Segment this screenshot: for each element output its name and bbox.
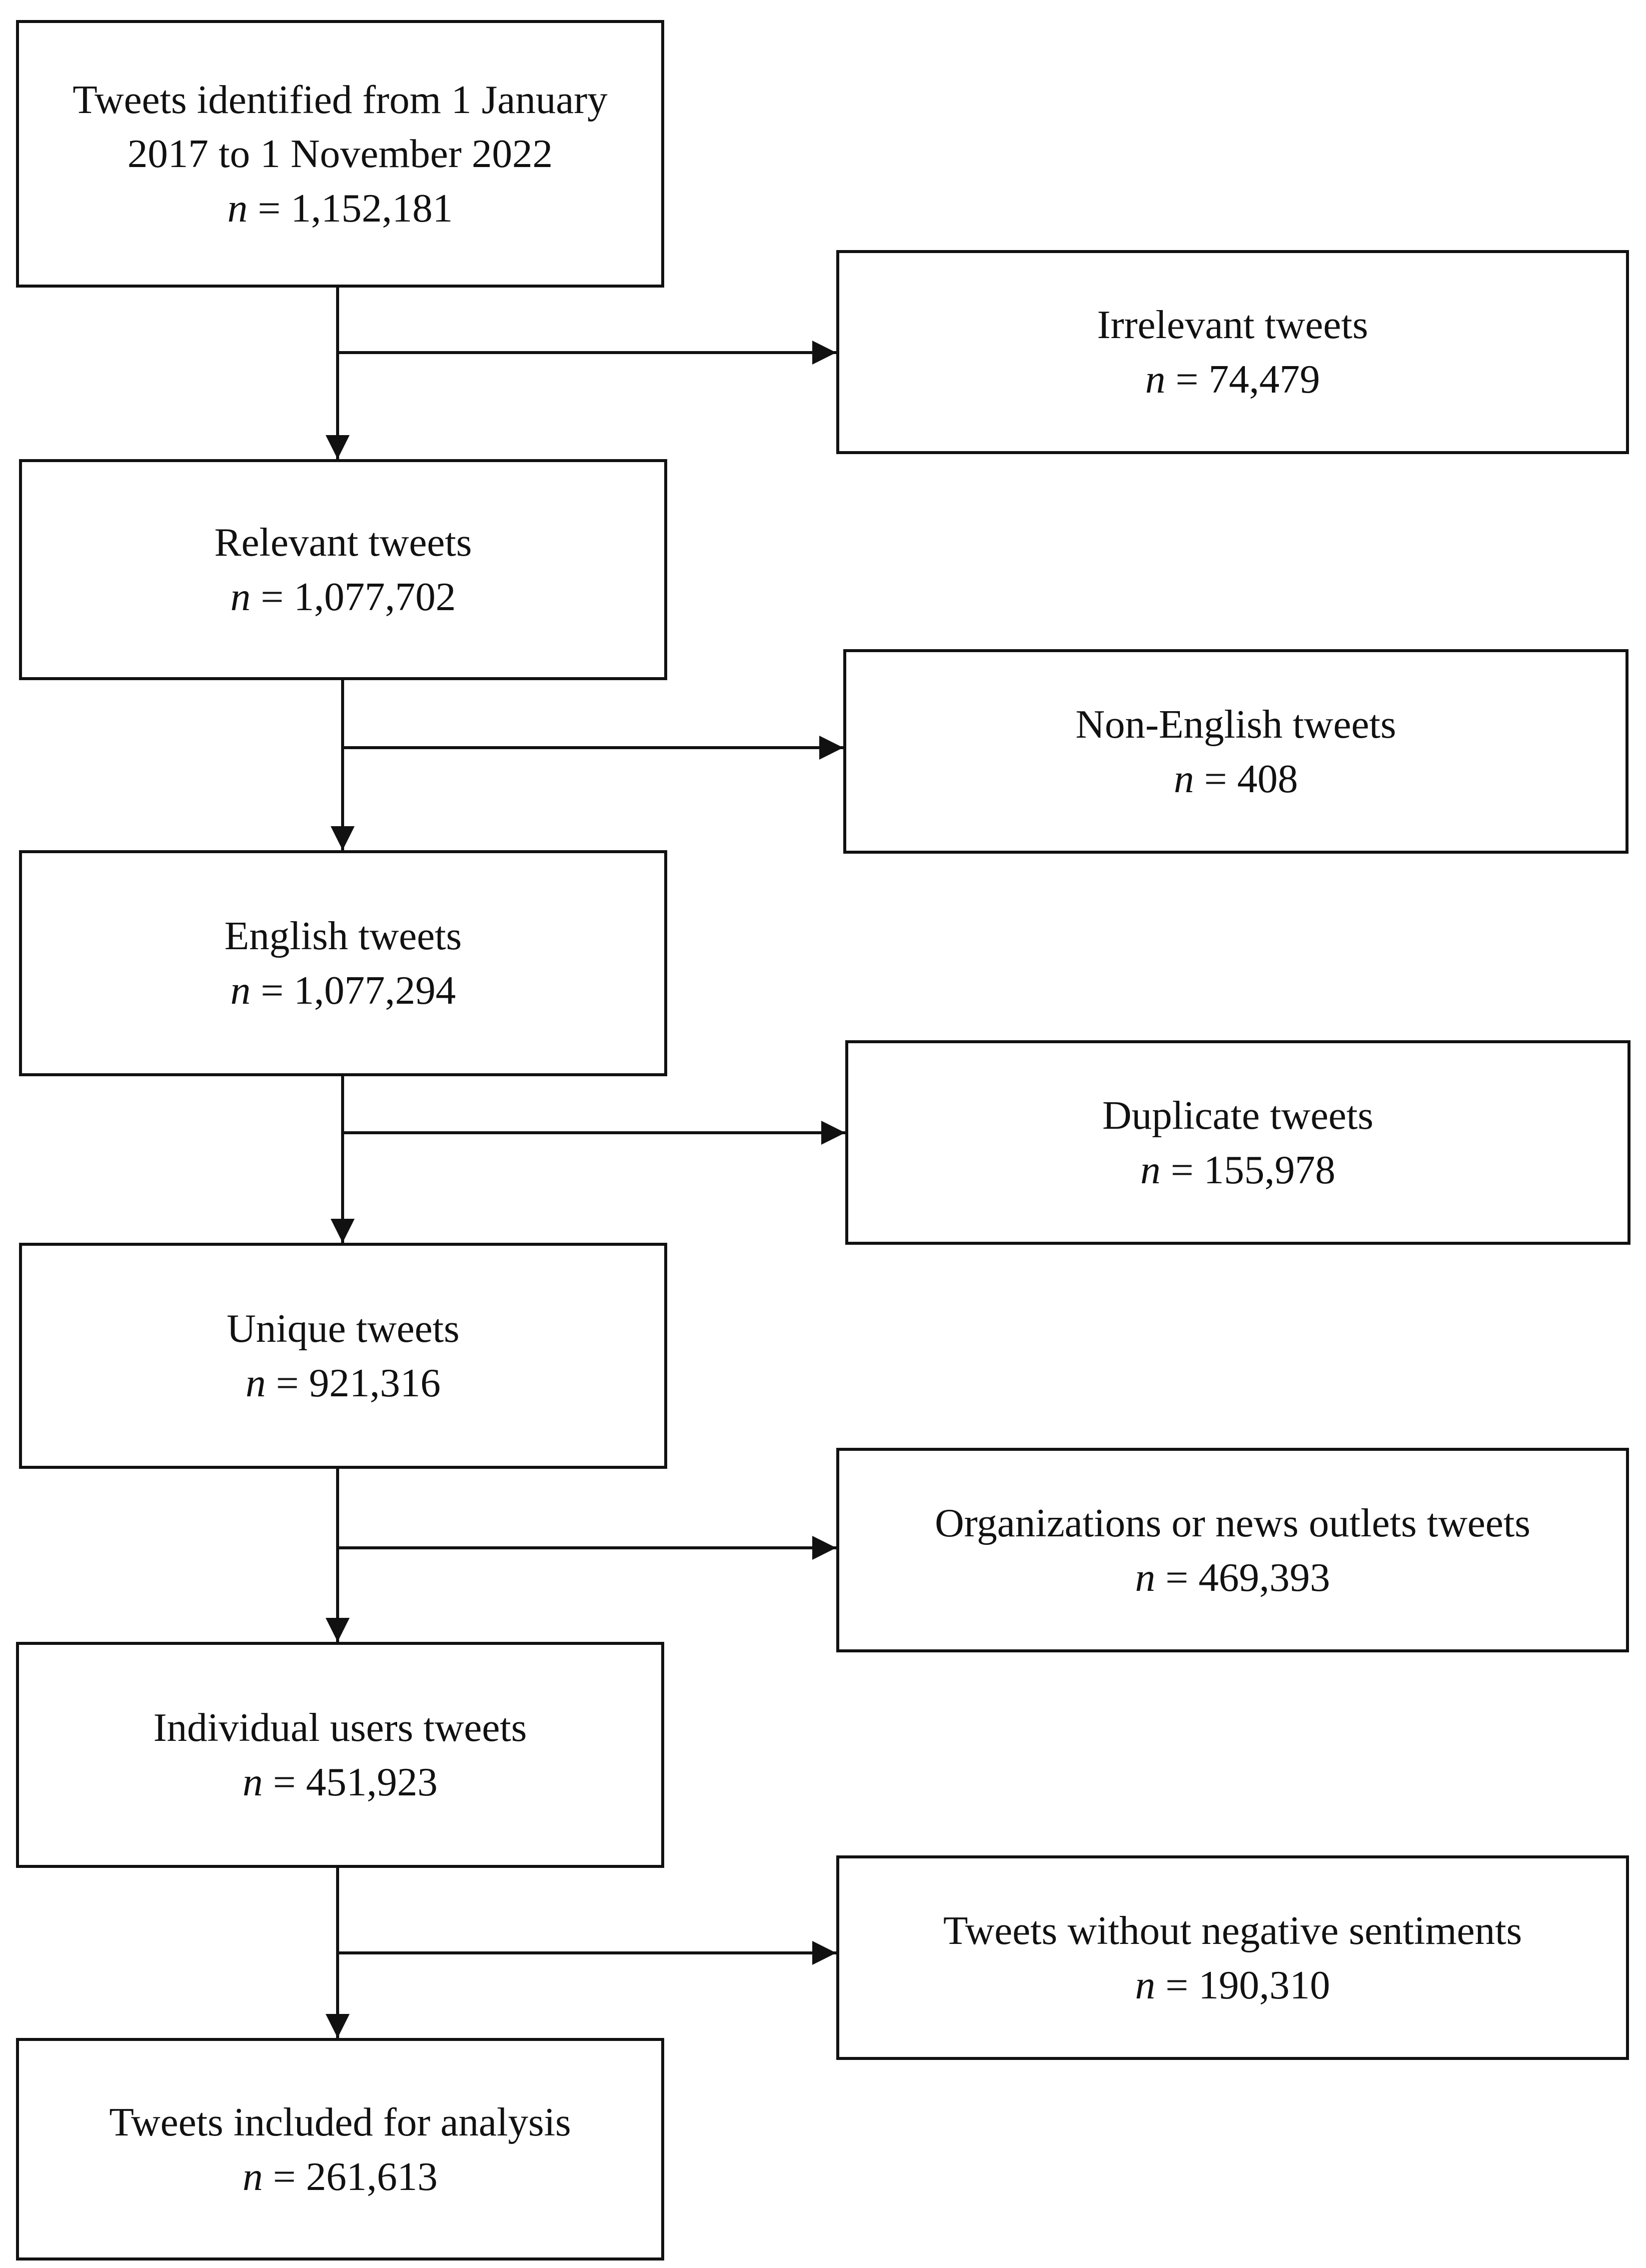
exclusion-label: Non-English tweets bbox=[1075, 701, 1396, 747]
step-label: Tweets identified from 1 January 2017 to… bbox=[73, 77, 608, 177]
n-value: = 1,077,294 bbox=[261, 968, 456, 1013]
step-box-relevant: Relevant tweets n = 1,077,702 bbox=[19, 459, 667, 680]
n-symbol: n bbox=[243, 1759, 263, 1804]
exclusion-label: Irrelevant tweets bbox=[1097, 302, 1368, 348]
step-count: n = 451,923 bbox=[243, 1755, 438, 1809]
step-box-english: English tweets n = 1,077,294 bbox=[19, 850, 667, 1076]
step-box-included: Tweets included for analysis n = 261,613 bbox=[16, 2038, 664, 2260]
n-symbol: n bbox=[1145, 357, 1166, 402]
n-value: = 408 bbox=[1204, 756, 1298, 801]
step-box-individual-users: Individual users tweets n = 451,923 bbox=[16, 1642, 664, 1868]
n-symbol: n bbox=[1135, 1962, 1156, 2007]
n-symbol: n bbox=[227, 185, 248, 231]
step-box-unique: Unique tweets n = 921,316 bbox=[19, 1243, 667, 1469]
n-symbol: n bbox=[230, 574, 251, 619]
n-value: = 451,923 bbox=[273, 1759, 438, 1804]
exclusion-box-duplicate: Duplicate tweets n = 155,978 bbox=[845, 1040, 1630, 1245]
n-value: = 190,310 bbox=[1165, 1962, 1330, 2007]
step-box-identified: Tweets identified from 1 January 2017 to… bbox=[16, 20, 664, 288]
step-label: Unique tweets bbox=[227, 1306, 460, 1351]
n-value: = 155,978 bbox=[1170, 1147, 1335, 1192]
step-count: n = 1,077,294 bbox=[231, 963, 456, 1018]
step-count: n = 261,613 bbox=[243, 2149, 438, 2204]
exclusion-count: n = 74,479 bbox=[1145, 352, 1320, 407]
exclusion-box-no-negative-sentiment: Tweets without negative sentiments n = 1… bbox=[836, 1855, 1629, 2060]
n-symbol: n bbox=[1135, 1554, 1156, 1600]
exclusion-count: n = 469,393 bbox=[1135, 1550, 1330, 1605]
step-label: English tweets bbox=[224, 913, 462, 959]
exclusion-box-organizations: Organizations or news outlets tweets n =… bbox=[836, 1448, 1629, 1652]
step-label: Relevant tweets bbox=[214, 520, 472, 565]
step-label: Individual users tweets bbox=[153, 1705, 527, 1750]
n-value: = 261,613 bbox=[273, 2153, 438, 2199]
exclusion-label: Tweets without negative sentiments bbox=[943, 1907, 1522, 1953]
step-label: Tweets included for analysis bbox=[109, 2099, 571, 2144]
exclusion-box-non-english: Non-English tweets n = 408 bbox=[843, 649, 1628, 854]
exclusion-label: Organizations or news outlets tweets bbox=[935, 1500, 1530, 1545]
n-symbol: n bbox=[246, 1360, 266, 1405]
n-symbol: n bbox=[1140, 1147, 1161, 1192]
n-symbol: n bbox=[230, 968, 251, 1013]
exclusion-label: Duplicate tweets bbox=[1102, 1092, 1374, 1138]
exclusion-count: n = 408 bbox=[1174, 752, 1298, 806]
n-symbol: n bbox=[1173, 756, 1194, 801]
n-value: = 469,393 bbox=[1165, 1554, 1330, 1600]
n-value: = 921,316 bbox=[276, 1360, 441, 1405]
n-value: = 1,152,181 bbox=[258, 185, 453, 231]
exclusion-box-irrelevant: Irrelevant tweets n = 74,479 bbox=[836, 250, 1629, 454]
step-count: n = 921,316 bbox=[246, 1356, 441, 1410]
exclusion-count: n = 190,310 bbox=[1135, 1958, 1330, 2012]
step-count: n = 1,077,702 bbox=[231, 570, 456, 624]
n-value: = 74,479 bbox=[1175, 357, 1320, 402]
step-count: n = 1,152,181 bbox=[228, 181, 453, 236]
exclusion-count: n = 155,978 bbox=[1140, 1143, 1335, 1197]
n-value: = 1,077,702 bbox=[261, 574, 456, 619]
n-symbol: n bbox=[243, 2153, 263, 2199]
